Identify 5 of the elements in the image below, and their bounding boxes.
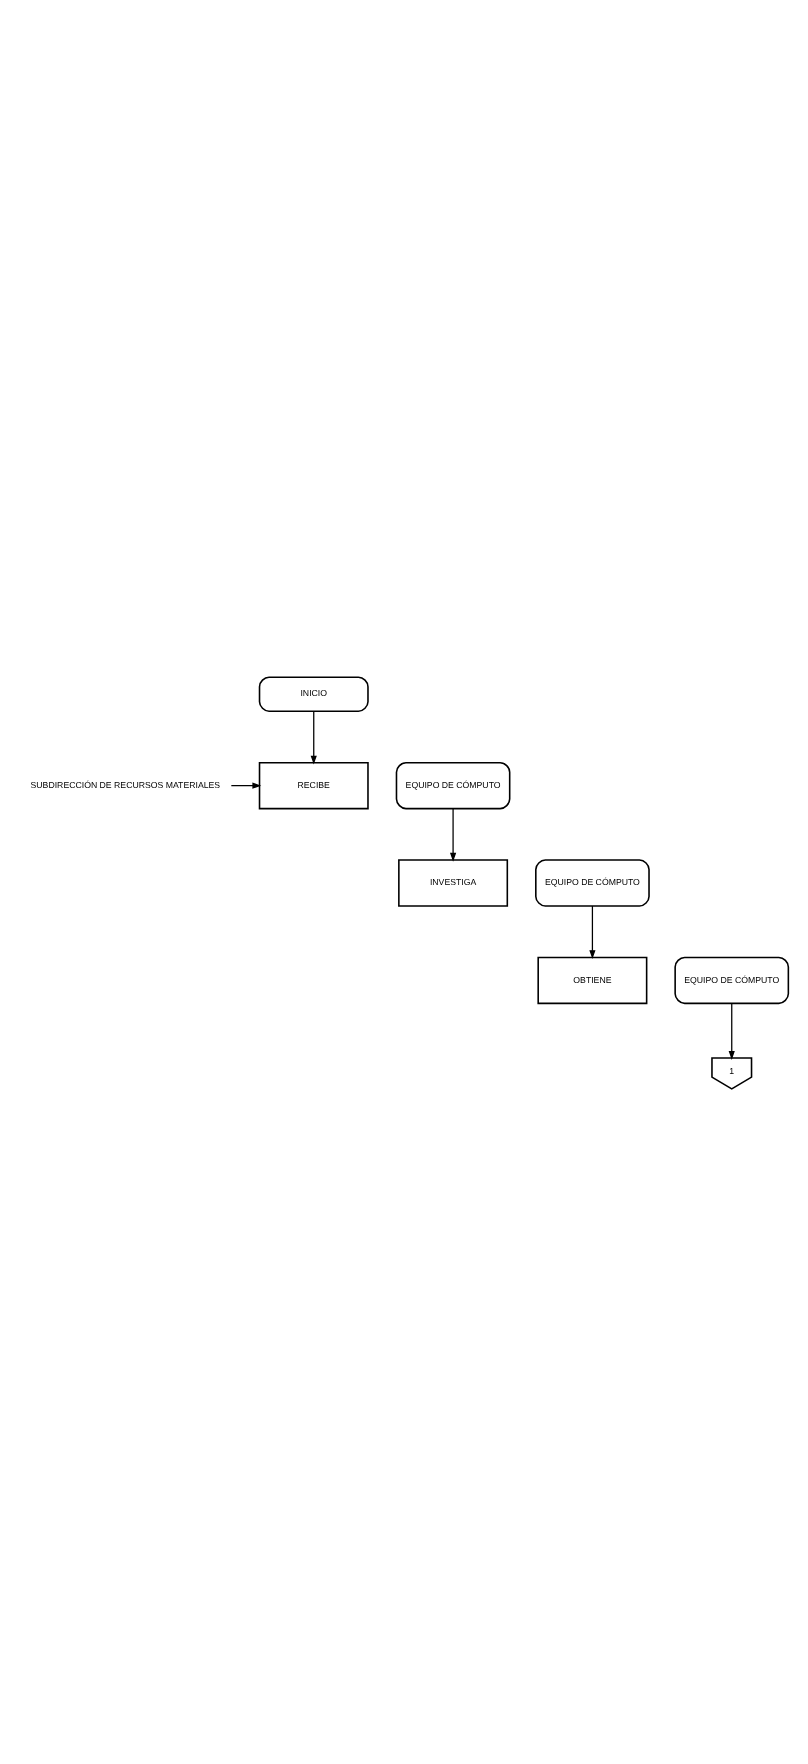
arrow xyxy=(449,807,457,861)
arrow xyxy=(230,781,262,788)
arrow xyxy=(589,904,596,959)
arrow xyxy=(728,1001,735,1059)
arrow xyxy=(310,709,317,764)
